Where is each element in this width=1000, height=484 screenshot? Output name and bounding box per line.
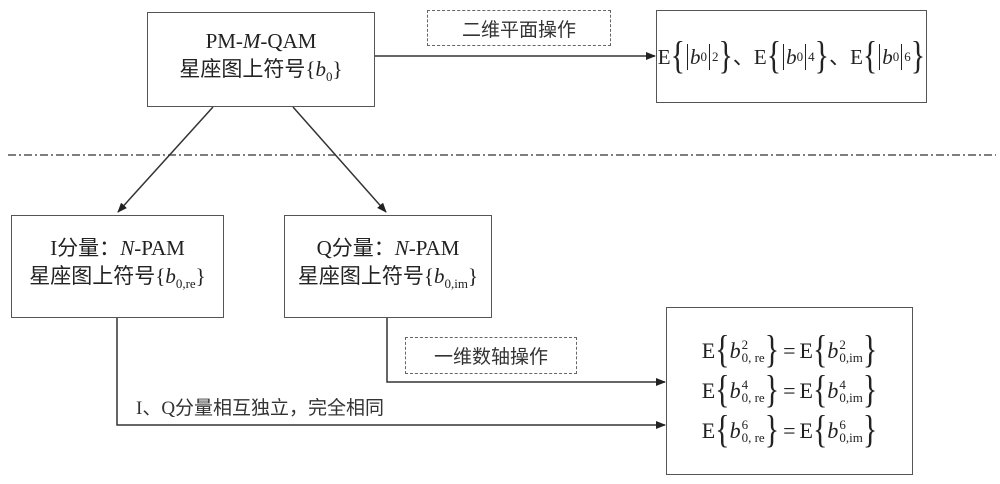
label-iq-independent: I、Q分量相互独立，完全相同 bbox=[136, 398, 385, 419]
node-q-title: Q分量：N-PAM bbox=[316, 236, 460, 261]
node-q-subtitle: 星座图上符号{b0,im} bbox=[297, 264, 479, 292]
label-one-d-operation: 一维数轴操作 bbox=[405, 337, 577, 374]
node-source: PM-M-QAM 星座图上符号{b0} bbox=[147, 12, 375, 107]
arrow-i-to-1d bbox=[116, 318, 666, 429]
node-source-title: PM-M-QAM bbox=[205, 29, 317, 54]
arrow-q-to-1d bbox=[386, 318, 666, 386]
node-i-title: I分量：N-PAM bbox=[50, 236, 185, 261]
node-source-subtitle: 星座图上符号{b0} bbox=[179, 57, 343, 85]
node-q-component: Q分量：N-PAM 星座图上符号{b0,im} bbox=[284, 215, 492, 318]
node-i-component: I分量：N-PAM 星座图上符号{b0,re} bbox=[11, 215, 224, 318]
label-two-d-operation: 二维平面操作 bbox=[427, 10, 611, 46]
arrow-source-to-i bbox=[117, 106, 214, 213]
node-i-subtitle: 星座图上符号{b0,re} bbox=[29, 264, 206, 292]
arrow-source-to-q bbox=[292, 106, 387, 213]
